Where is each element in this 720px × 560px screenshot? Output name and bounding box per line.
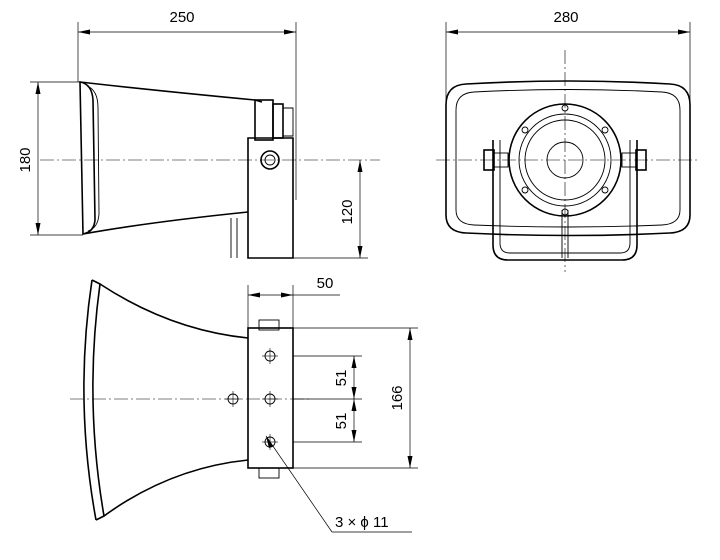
dim-bracket-depth: 50 — [317, 275, 334, 292]
dim-bracket-height: 120 — [339, 199, 356, 224]
dim-side-height: 180 — [17, 147, 34, 172]
dim-side-width: 250 — [169, 9, 194, 26]
front-view — [436, 50, 700, 272]
top-view — [70, 279, 310, 521]
side-view — [40, 81, 380, 259]
dimension-120: 120 — [293, 160, 368, 259]
dimension-166: 166 — [293, 327, 418, 469]
dimension-51-51: 51 51 — [293, 355, 362, 443]
dimension-50: 50 — [247, 275, 340, 328]
dim-hole-pitch-1: 51 — [333, 370, 350, 387]
dim-hole-pitch-2: 51 — [333, 413, 350, 430]
hole-callout-label: 3 × ϕ 11 — [335, 514, 389, 531]
dim-bracket-length: 166 — [389, 385, 406, 410]
dim-front-width: 280 — [553, 9, 578, 26]
dimension-280: 280 — [445, 9, 691, 100]
hole-callout: 3 × ϕ 11 — [265, 435, 412, 533]
dimension-250: 250 — [77, 9, 297, 200]
dimension-180: 180 — [17, 81, 83, 236]
